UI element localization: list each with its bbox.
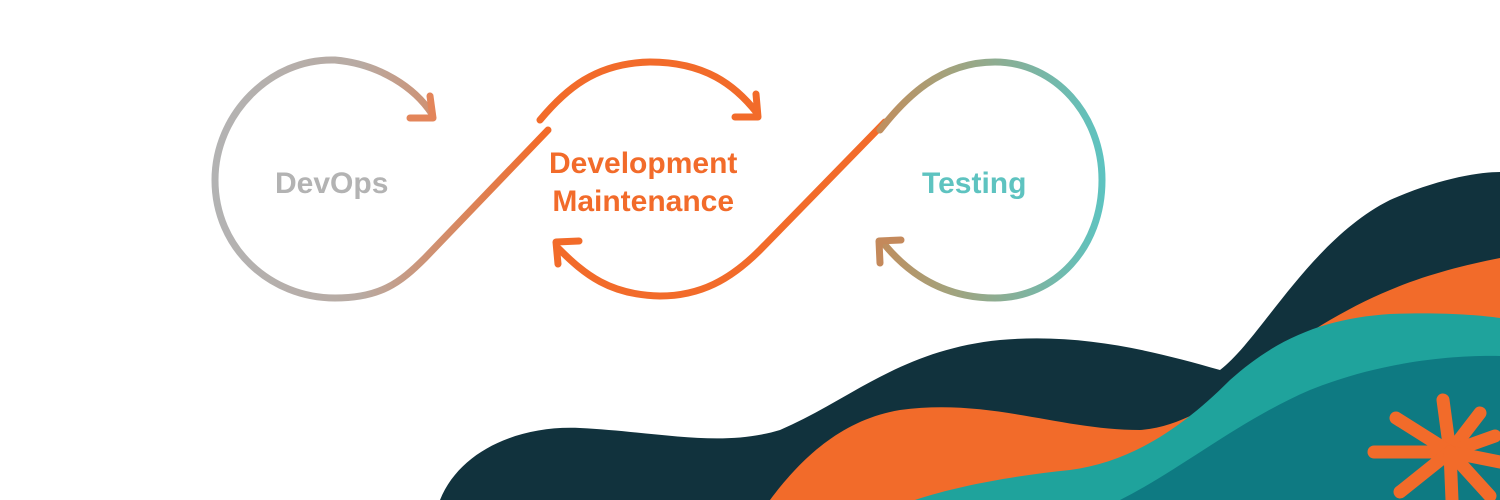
wave-deep-teal: [1120, 355, 1500, 500]
loop-top-arc: [536, 58, 761, 124]
arrowhead-icon: [406, 92, 437, 122]
development-maintenance-label: Development Maintenance: [549, 145, 737, 221]
loop-bottom-arc: [554, 118, 889, 300]
loop-testing-arc: [876, 58, 1106, 302]
devops-label: DevOps: [275, 167, 389, 200]
testing-label: Testing: [922, 167, 1027, 200]
development-label: Development: [549, 147, 738, 180]
arrowhead-icon: [552, 237, 583, 268]
arrowhead-icon: [875, 236, 905, 267]
arrowhead-icon: [731, 90, 762, 121]
burst-logo-icon: [1367, 393, 1500, 500]
loop-devops-arc: [211, 56, 552, 302]
maintenance-label: Maintenance: [552, 185, 735, 218]
